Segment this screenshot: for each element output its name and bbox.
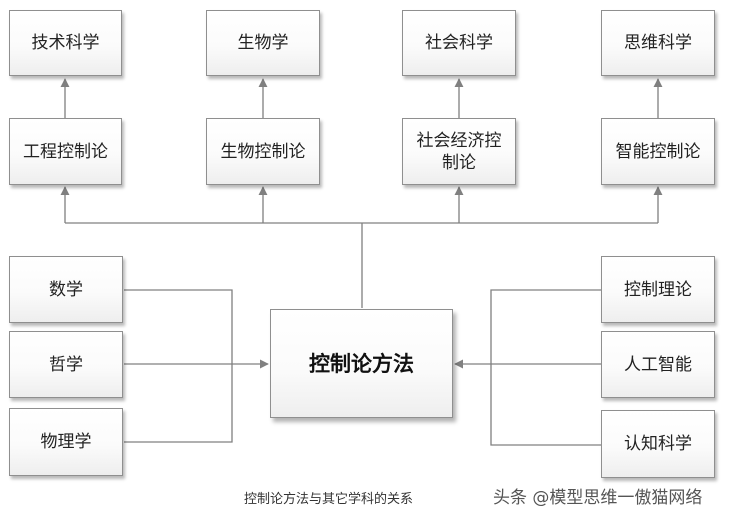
node-engineering-control-theory: 工程控制论 (9, 118, 122, 185)
node-social-economic-control-theory-label: 社会经济控制论 (416, 130, 502, 173)
node-control-theory-method: 控制论方法 (270, 309, 453, 418)
node-philosophy: 哲学 (9, 331, 123, 398)
node-social-science: 社会科学 (402, 10, 516, 76)
node-biology: 生物学 (206, 10, 320, 76)
edge-physics-branch (124, 364, 233, 443)
edge-control-theory-branch (490, 289, 601, 364)
node-mathematics: 数学 (9, 256, 123, 323)
node-artificial-intelligence: 人工智能 (601, 331, 715, 398)
node-physics: 物理学 (9, 408, 123, 476)
watermark: 头条 @模型思维一傲猫网络 (493, 488, 703, 508)
node-technical-science: 技术科学 (9, 10, 122, 76)
edge-cognitive-science-branch (490, 364, 601, 446)
node-cognitive-science: 认知科学 (601, 410, 715, 478)
diagram-caption: 控制论方法与其它学科的关系 (244, 492, 414, 507)
node-biological-control-theory: 生物控制论 (206, 118, 320, 185)
node-thinking-science: 思维科学 (601, 10, 715, 76)
node-social-economic-control-theory: 社会经济控制论 (402, 118, 516, 185)
node-control-theory: 控制理论 (601, 256, 715, 323)
edge-math-branch (124, 289, 233, 364)
node-intelligent-control-theory: 智能控制论 (601, 118, 715, 185)
